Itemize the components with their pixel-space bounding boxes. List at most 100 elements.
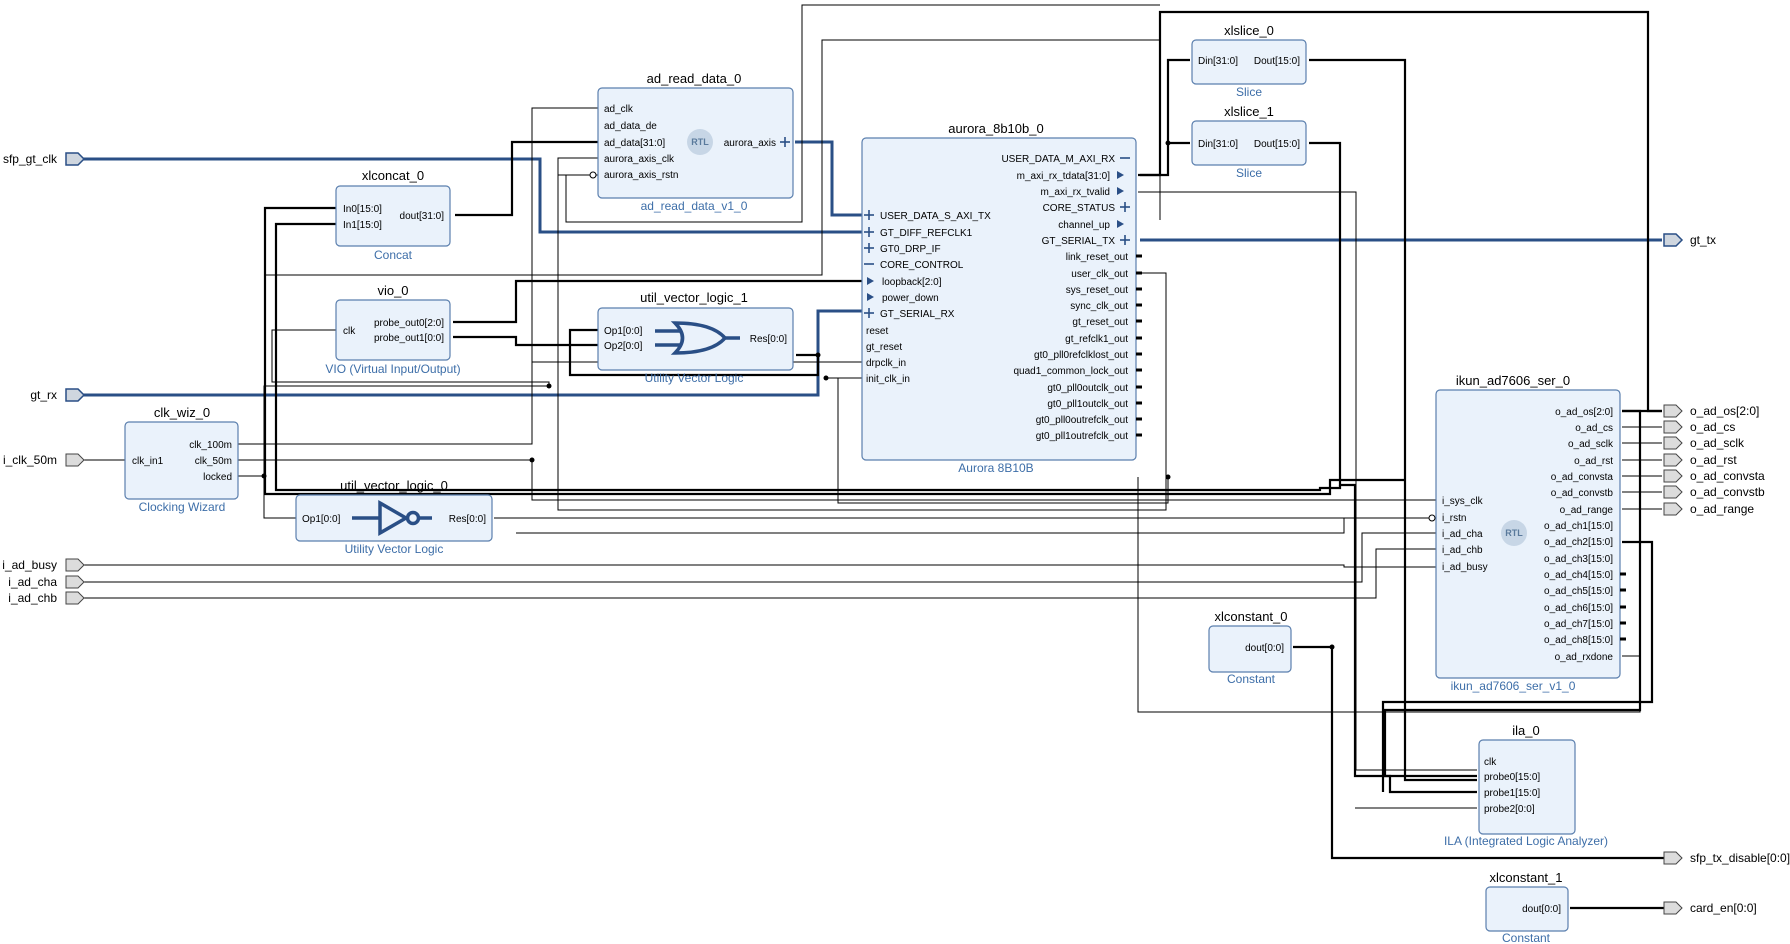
block-aurora[interactable]: aurora_8b10b_0 Aurora 8B10B USER_DATA_S_… bbox=[861, 121, 1142, 475]
port-gt-tx[interactable]: gt_tx bbox=[1663, 233, 1716, 247]
net-rxdone[interactable] bbox=[1137, 477, 1641, 713]
block-body[interactable] bbox=[1478, 739, 1576, 835]
port-o-ad-convstb[interactable]: o_ad_convstb bbox=[1663, 485, 1765, 499]
input-port-icon bbox=[65, 558, 85, 572]
net-aurora-rstn[interactable] bbox=[565, 4, 1160, 223]
block-vio[interactable]: vio_0 VIO (Virtual Input/Output) clk pro… bbox=[325, 283, 460, 376]
pin-gt-diff-refclk1: GT_DIFF_REFCLK1 bbox=[880, 228, 973, 239]
net-tdata-slice0[interactable] bbox=[1138, 58, 1190, 177]
net-locked-vio[interactable] bbox=[263, 329, 550, 476]
pin-dout: dout[0:0] bbox=[1245, 643, 1284, 654]
net-slice1-in1[interactable] bbox=[274, 222, 1342, 492]
block-body[interactable] bbox=[1208, 625, 1292, 673]
net-sfp-gt-clk[interactable] bbox=[82, 157, 862, 234]
net-ad-chb[interactable] bbox=[82, 548, 1436, 599]
block-body[interactable] bbox=[1435, 389, 1621, 679]
pin-dout: dout[31:0] bbox=[400, 211, 445, 222]
block-body[interactable] bbox=[335, 299, 451, 361]
net-aurora-axis[interactable] bbox=[795, 140, 862, 217]
block-body[interactable] bbox=[1191, 120, 1307, 166]
port-label: o_ad_rst bbox=[1690, 453, 1737, 467]
block-xlslice-0[interactable]: xlslice_0 Slice Din[31:0] Dout[15:0] bbox=[1191, 23, 1307, 99]
pin-m-axi-rx-tvalid: m_axi_rx_tvalid bbox=[1041, 187, 1110, 198]
plus-icon bbox=[864, 227, 874, 237]
block-type: ikun_ad7606_ser_v1_0 bbox=[1451, 679, 1576, 693]
expand-arrow-icon bbox=[867, 277, 874, 285]
pin-drpclk-in: drpclk_in bbox=[866, 358, 906, 369]
port-i-clk-50m[interactable]: i_clk_50m bbox=[3, 453, 85, 467]
block-instance-name: ad_read_data_0 bbox=[647, 71, 742, 86]
net-slice0-dout[interactable] bbox=[1309, 58, 1477, 782]
block-ikun-ad7606[interactable]: ikun_ad7606_ser_0 ikun_ad7606_ser_v1_0 i… bbox=[1428, 373, 1626, 693]
port-label: o_ad_sclk bbox=[1690, 436, 1745, 450]
net-vio-probe-out1-op2[interactable] bbox=[453, 335, 598, 347]
external-ports: sfp_gt_clk gt_rx i_clk_50m i_ad_busy i_a… bbox=[2, 152, 1790, 915]
or-gate-icon bbox=[655, 321, 740, 355]
net-slice0-in0[interactable] bbox=[263, 206, 1405, 496]
port-o-ad-cs[interactable]: o_ad_cs bbox=[1663, 420, 1735, 434]
port-o-ad-convsta[interactable]: o_ad_convsta bbox=[1663, 469, 1765, 483]
net-locked[interactable] bbox=[238, 475, 296, 519]
net-res1-op1[interactable] bbox=[568, 328, 820, 377]
pin-gt0-pll0outclk-out: gt0_pll0outclk_out bbox=[1047, 383, 1128, 394]
port-sfp-gt-clk[interactable]: sfp_gt_clk bbox=[3, 152, 86, 166]
port-o-ad-sclk[interactable]: o_ad_sclk bbox=[1663, 436, 1745, 450]
block-util-vector-logic-1[interactable]: util_vector_logic_1 Utility Vector Logic… bbox=[597, 290, 794, 385]
net-ad-cha[interactable] bbox=[82, 532, 1436, 583]
pin-clk-in1: clk_in1 bbox=[132, 456, 164, 467]
block-type: ILA (Integrated Logic Analyzer) bbox=[1444, 834, 1608, 848]
net-slice1-dout[interactable] bbox=[1309, 141, 1477, 794]
net-xlconstant0[interactable] bbox=[1293, 645, 1664, 860]
block-body[interactable] bbox=[335, 185, 451, 247]
block-body[interactable] bbox=[124, 421, 239, 500]
block-body[interactable] bbox=[1485, 886, 1569, 932]
block-clk-wiz[interactable]: clk_wiz_0 Clocking Wizard clk_in1 clk_10… bbox=[124, 405, 239, 514]
port-o-ad-range[interactable]: o_ad_range bbox=[1663, 502, 1754, 516]
pin-probe1: probe1[15:0] bbox=[1484, 788, 1540, 799]
net-clk100m[interactable] bbox=[238, 107, 598, 445]
block-body[interactable] bbox=[295, 494, 493, 542]
net-concat-dout[interactable] bbox=[455, 140, 598, 217]
net-ch2-probe[interactable] bbox=[1381, 540, 1654, 792]
port-card-en[interactable]: card_en[0:0] bbox=[1663, 901, 1757, 915]
net-vio-probe-out0[interactable] bbox=[453, 279, 862, 324]
block-xlconstant-1[interactable]: xlconstant_1 Constant dout[0:0] bbox=[1485, 870, 1569, 944]
block-util-vector-logic-0[interactable]: util_vector_logic_0 Utility Vector Logic… bbox=[295, 478, 493, 556]
net-m-axi-tvalid[interactable] bbox=[1138, 191, 1477, 771]
pin-o-ad-ch4: o_ad_ch4[15:0] bbox=[1544, 570, 1613, 581]
pin-o-ad-cs: o_ad_cs bbox=[1575, 423, 1613, 434]
output-port-icon bbox=[1663, 469, 1683, 483]
net-ad-busy[interactable] bbox=[82, 564, 1436, 568]
port-gt-rx[interactable]: gt_rx bbox=[30, 388, 86, 402]
block-ad-read-data[interactable]: ad_read_data_0 ad_read_data_v1_0 ad_clk … bbox=[589, 71, 794, 213]
block-body[interactable] bbox=[861, 137, 1137, 461]
port-label: i_ad_busy bbox=[2, 558, 57, 572]
port-i-ad-busy[interactable]: i_ad_busy bbox=[2, 558, 85, 572]
port-i-ad-cha[interactable]: i_ad_cha bbox=[8, 575, 85, 589]
block-xlconcat[interactable]: xlconcat_0 Concat In0[15:0] In1[15:0] do… bbox=[335, 168, 451, 262]
input-port-icon bbox=[65, 453, 85, 467]
pin-o-ad-ch7: o_ad_ch7[15:0] bbox=[1544, 619, 1613, 630]
net-loopback-link[interactable] bbox=[266, 39, 1161, 276]
block-body[interactable] bbox=[597, 307, 794, 371]
pin-locked: locked bbox=[203, 472, 232, 483]
port-sfp-tx-disable[interactable]: sfp_tx_disable[0:0] bbox=[1663, 851, 1790, 865]
block-instance-name: xlconcat_0 bbox=[362, 168, 424, 183]
port-i-ad-chb[interactable]: i_ad_chb bbox=[8, 591, 85, 605]
block-xlconstant-0[interactable]: xlconstant_0 Constant dout[0:0] bbox=[1208, 609, 1292, 686]
block-instance-name: ikun_ad7606_ser_0 bbox=[1456, 373, 1570, 388]
block-body[interactable] bbox=[1191, 39, 1307, 85]
block-instance-name: xlslice_0 bbox=[1224, 23, 1274, 38]
port-o-ad-os[interactable]: o_ad_os[2:0] bbox=[1663, 404, 1759, 418]
block-ila[interactable]: ila_0 ILA (Integrated Logic Analyzer) cl… bbox=[1444, 723, 1608, 848]
net-res0-rstn[interactable] bbox=[516, 517, 1436, 534]
expand-arrow-icon bbox=[1117, 171, 1124, 179]
net-user-clk[interactable] bbox=[557, 157, 1167, 511]
port-label: sfp_gt_clk bbox=[3, 152, 58, 166]
net-clk50m[interactable] bbox=[238, 459, 1436, 501]
pin-init-clk-in: init_clk_in bbox=[866, 374, 910, 385]
pin-din: Din[31:0] bbox=[1198, 139, 1238, 150]
port-o-ad-rst[interactable]: o_ad_rst bbox=[1663, 453, 1737, 467]
block-xlslice-1[interactable]: xlslice_1 Slice Din[31:0] Dout[15:0] bbox=[1191, 104, 1307, 180]
